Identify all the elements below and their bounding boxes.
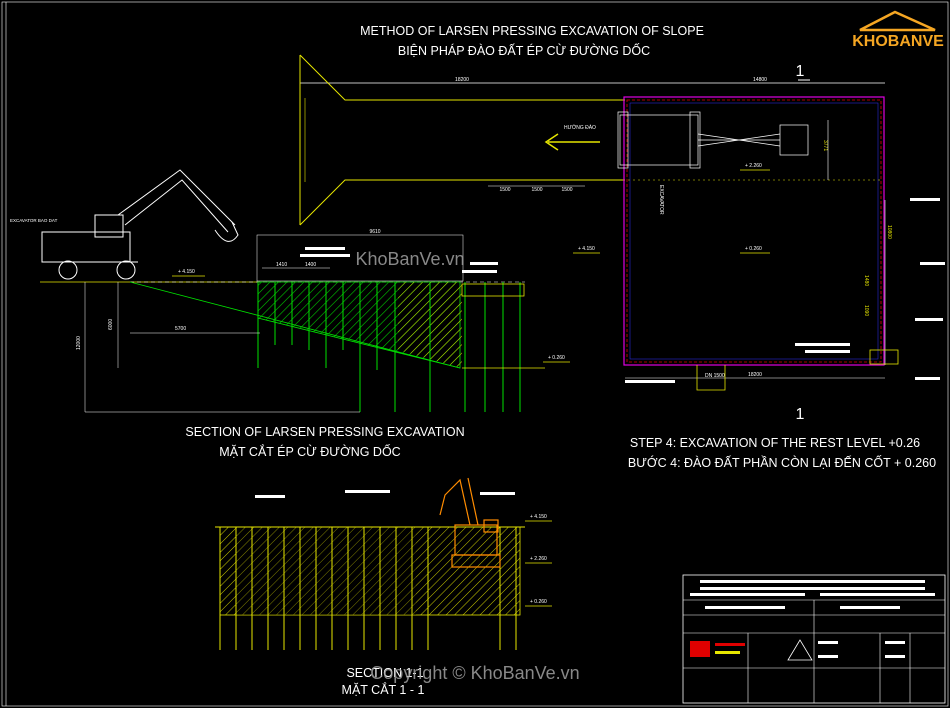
section-dim-1: 9610 [369, 229, 380, 235]
section-dim-4: 6000 [108, 319, 114, 330]
section-level-1: + 4.150 [178, 269, 195, 275]
plan-dim-1: 18200 [455, 77, 469, 83]
excavator-label: EXCAVATOR [658, 185, 664, 215]
plan-level-1: + 2.260 [745, 163, 762, 169]
pipe-label: DN 1500 [705, 373, 725, 379]
company-logo-icon [690, 641, 710, 657]
plan-dim-6: 3771 [822, 140, 828, 151]
step-title-vi: BƯỚC 4: ĐÀO ĐẤT PHẦN CÒN LẠI ĐẾN CỐT + 0… [628, 455, 936, 470]
section-mark-bottom: 1 [796, 406, 805, 423]
section11-title-vi: MẶT CẮT 1 - 1 [342, 682, 425, 697]
title-block [682, 574, 946, 704]
excavator-plan-icon [617, 111, 809, 169]
section-title-en: SECTION OF LARSEN PRESSING EXCAVATION [185, 425, 464, 439]
plan-dim-10: 18200 [748, 372, 762, 378]
section-dim-6: 5700 [175, 326, 186, 332]
excavation-pit [623, 96, 885, 366]
direction-label: HƯỚNG ĐÀO [564, 124, 596, 131]
section11-title-en: SECTION 1-1 [346, 666, 423, 680]
crane-icon [41, 169, 239, 280]
section-dim-2: 1410 [276, 262, 287, 268]
step-title-en: STEP 4: EXCAVATION OF THE REST LEVEL +0.… [630, 436, 920, 450]
watermark-top: KhoBanVe.vn [355, 249, 464, 269]
section-1-1-view: + 4.150 + 2.260 + 0.260 [215, 477, 552, 650]
crane-label: EXCAVATOR BAO DAT [10, 218, 58, 223]
excavator-section-icon [439, 477, 501, 568]
plan-title-en: METHOD OF LARSEN PRESSING EXCAVATION OF … [360, 24, 704, 38]
section-dim-5: 12000 [76, 336, 82, 350]
plan-view: 18200 14800 1500 1500 1500 HƯỚNG ĐÀO [299, 54, 945, 423]
section-view: EXCAVATOR BAO DAT + 4.150 [10, 169, 570, 413]
plan-dim-9: 1090 [863, 305, 869, 316]
section-dim-3: 1400 [305, 262, 316, 268]
s11-level-1: + 4.150 [530, 514, 547, 520]
plan-level-3: + 4.150 [578, 246, 595, 252]
plan-level-2: + 0.260 [745, 246, 762, 252]
brand-logo: KHOBANVE [852, 10, 944, 50]
s11-level-2: + 2.260 [530, 556, 547, 562]
section-level-2: + 0.260 [548, 355, 565, 361]
plan-dim-2: 14800 [753, 77, 767, 83]
brand-logo-text: KHOBANVE [852, 33, 944, 50]
plan-dim-3: 1500 [499, 187, 510, 193]
plan-dim-4: 1500 [531, 187, 542, 193]
section-title-vi: MẶT CẮT ÉP CỪ ĐƯỜNG DỐC [219, 444, 400, 459]
s11-level-3: + 0.260 [530, 599, 547, 605]
watermark-bottom: Copyright © KhoBanVe.vn [370, 663, 579, 683]
plan-title-vi: BIỆN PHÁP ĐÀO ĐẤT ÉP CỪ ĐƯỜNG DỐC [398, 43, 650, 58]
plan-dim-8: 1480 [863, 275, 869, 286]
section-mark-top: 1 [796, 63, 805, 80]
plan-dim-5: 1500 [561, 187, 572, 193]
plan-dim-7: 10800 [886, 225, 892, 239]
